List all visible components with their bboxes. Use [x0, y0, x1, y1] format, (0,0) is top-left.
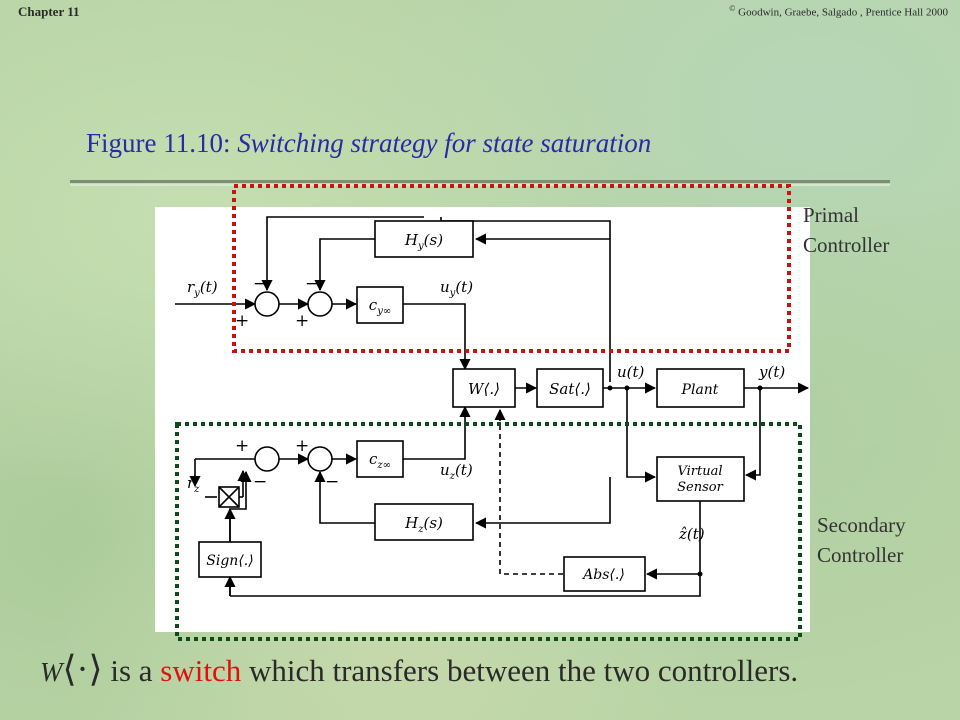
hz-block	[374, 503, 474, 541]
w-label: W⟨.⟩	[468, 380, 500, 398]
sum-junction-1	[254, 291, 280, 317]
sensor-label: Sensor	[677, 480, 723, 495]
secondary-controller-label: Secondary Controller	[817, 513, 906, 567]
wire-y-to-sensor	[744, 388, 761, 481]
wire-u-to-hy	[474, 233, 611, 382]
wire-loop-outer	[261, 216, 424, 292]
sign-plus-4: +	[295, 436, 309, 456]
rz-label: rz	[187, 474, 200, 495]
junction-dot-u1	[624, 385, 630, 391]
sign-minus-4: −	[325, 472, 339, 492]
sat-block	[536, 368, 604, 408]
junction-dot-u2	[607, 385, 613, 391]
cy-label: cy∞	[369, 296, 391, 317]
footer-text-after: which transfers between the two controll…	[248, 653, 799, 688]
footer-highlight: switch	[160, 653, 242, 688]
wire-abs-to-w	[494, 408, 563, 575]
switch-symbol-bracket: ⟨·⟩	[62, 649, 103, 689]
hz-label: Hz(s)	[404, 514, 443, 535]
uy-label: uy(t)	[440, 278, 473, 299]
chapter-label: Chapter 11	[18, 4, 80, 19]
figure-label: Figure 11.10:	[86, 128, 231, 158]
wire-uy	[403, 303, 471, 371]
virtual-sensor-block	[656, 456, 745, 502]
hy-label: Hy(s)	[404, 231, 443, 252]
wire-zhat	[230, 492, 701, 597]
hy-block	[374, 220, 474, 258]
sign-label: Sign⟨.⟩	[206, 553, 253, 569]
copyright-notice: © Goodwin, Graebe, Salgado , Prentice Ha…	[729, 4, 948, 19]
footer-text-before: is a	[110, 653, 153, 688]
junction-dot-y	[757, 385, 763, 391]
sign-block	[198, 541, 262, 578]
abs-block	[563, 556, 646, 592]
u-label: u(t)	[617, 363, 645, 381]
abs-label: Abs⟨.⟩	[581, 567, 625, 583]
copyright-symbol: ©	[729, 4, 736, 13]
sum-junction-2	[307, 291, 333, 317]
sat-label: Sat⟨.⟩	[549, 380, 591, 398]
sign-minus-2: −	[305, 274, 319, 294]
wire-hy-out	[314, 238, 375, 292]
cy-block	[356, 286, 404, 324]
figure-caption: Switching strategy for state saturation	[237, 128, 652, 158]
sum-junction-4	[307, 446, 333, 472]
virtual-label: Virtual	[677, 464, 722, 479]
w-block	[452, 368, 516, 408]
plant-label: Plant	[681, 382, 719, 398]
primal-controller-label: Primal Controller	[803, 203, 890, 257]
sign-plus-2: +	[295, 311, 309, 331]
copyright-text: Goodwin, Graebe, Salgado , Prentice Hall…	[738, 6, 948, 19]
cz-block	[356, 440, 404, 478]
plant-block	[656, 368, 745, 408]
figure-title: Figure 11.10: Switching strategy for sta…	[86, 128, 651, 159]
diagram-svg: Hy(s) cy∞ W⟨.⟩ Sat⟨.⟩ Plant Virtual Sens…	[175, 216, 810, 597]
zhat-label: ẑ(t)	[678, 525, 705, 543]
title-rule-highlight	[70, 184, 890, 186]
secondary-controller-box	[175, 422, 802, 641]
block-diagram: Hy(s) cy∞ W⟨.⟩ Sat⟨.⟩ Plant Virtual Sens…	[155, 207, 810, 632]
switch-symbol: W	[40, 657, 63, 687]
wire-hz-out	[314, 470, 375, 524]
footer-statement: W⟨·⟩ is a switch which transfers between…	[40, 648, 798, 690]
sign-plus-3: +	[235, 436, 249, 456]
primal-controller-box	[232, 184, 791, 353]
title-rule	[70, 180, 890, 183]
wire-u-to-sensor	[626, 388, 657, 483]
wire-u-to-hz	[474, 477, 611, 529]
sign-plus-1: +	[235, 311, 249, 331]
y-label: y(t)	[758, 363, 785, 381]
cz-label: cz∞	[369, 450, 391, 471]
ry-label: ry(t)	[187, 278, 218, 299]
uz-label: uz(t)	[440, 461, 473, 482]
multiplier-cross-2	[218, 486, 240, 508]
junction-dot-zhat	[697, 571, 703, 577]
sum-junction-3	[254, 446, 280, 472]
sign-minus-3: −	[253, 472, 267, 492]
wire-hy-feed	[440, 217, 611, 239]
sign-minus-1: −	[253, 274, 267, 294]
